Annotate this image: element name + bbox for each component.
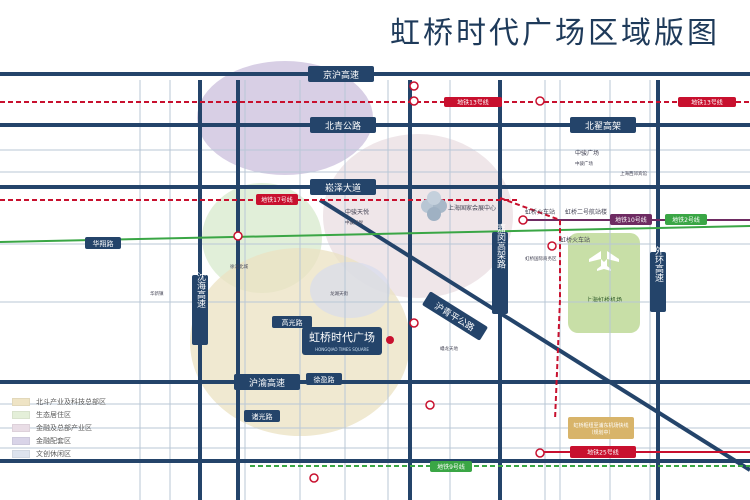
airport-label: 上海虹桥机场: [586, 296, 622, 304]
legend-swatch: [12, 449, 30, 458]
zone-culture: [310, 262, 390, 318]
minor-roads: [0, 80, 750, 500]
poi-panlong: 蟠龙天地: [440, 345, 458, 352]
metro-9-label: 地铁9号线: [437, 463, 465, 471]
metro-13-label-b: 地铁13号线: [691, 99, 723, 107]
station-hongqiao-rail-2: 虹桥火车站: [560, 236, 590, 244]
expo-center-icon: [421, 191, 447, 221]
airplane-icon: [589, 251, 619, 271]
metro-17-label: 地铁17号线: [261, 196, 293, 204]
airport-area: [568, 233, 640, 333]
metro-25-label: 地铁25号线: [587, 449, 619, 457]
road-waihuan: 外环高速: [653, 245, 664, 283]
road-beizhai: 北翟高架: [585, 120, 621, 132]
station-zhongjun-tianyue: 中骏天悦: [345, 208, 369, 216]
station-hongqiao-rail: 虹桥火车站: [525, 208, 555, 216]
project-marker: 虹桥时代广场 HONGQIAO TIMES SQUARE: [302, 327, 394, 355]
airport-express-note: （规划中）: [588, 429, 613, 436]
road-zhuguang: 诸光路: [252, 412, 273, 421]
station-t2: 虹桥二号航站楼: [565, 208, 607, 216]
road-gaoguang: 高光路: [282, 318, 303, 327]
station-markers: [233, 81, 557, 483]
metro-10-label: 地铁10号线: [615, 216, 647, 224]
legend-item: 金融及总部产业区: [12, 421, 106, 434]
legend-swatch: [12, 423, 30, 432]
legend-swatch: [12, 397, 30, 406]
road-beiqing: 北青公路: [325, 120, 361, 132]
poi-xujing: 徐泾北城: [230, 263, 248, 270]
road-huyu: 沪渝高速: [249, 377, 285, 389]
poi-xijiao: 上海西郊宾馆: [620, 170, 647, 177]
legend: 北斗产业及科技总部区 生态居住区 金融及总部产业区 金融配套区 文创休闲区: [12, 395, 106, 460]
legend-label: 金融及总部产业区: [36, 423, 92, 432]
legend-item: 文创休闲区: [12, 447, 106, 460]
road-jiamin: 嘉闵高架路: [495, 222, 506, 269]
road-jinghu: 京沪高速: [323, 69, 359, 81]
legend-item: 北斗产业及科技总部区: [12, 395, 106, 408]
zone-finance-hq: [323, 134, 513, 298]
road-songze: 崧泽大道: [325, 182, 361, 194]
metro-13-label-a: 地铁13号线: [457, 99, 489, 107]
page-title: 虹桥时代广场区域版图: [390, 16, 720, 51]
project-name-en: HONGQIAO TIMES SQUARE: [315, 347, 369, 352]
legend-swatch: [12, 410, 30, 419]
airport-express-label: 虹桥枢纽至浦东机场快线: [573, 422, 628, 429]
legend-label: 金融配套区: [36, 436, 71, 445]
legend-label: 生态居住区: [36, 410, 71, 419]
legend-item: 生态居住区: [12, 408, 106, 421]
legend-label: 北斗产业及科技总部区: [36, 397, 106, 406]
poi-zhongjun-plaza: 中骏广场: [575, 160, 593, 167]
legend-swatch: [12, 436, 30, 445]
poi-zhongjun-tianyue: 中骏天悦: [345, 219, 363, 226]
metro-2-label: 地铁2号线: [672, 216, 700, 224]
zone-finance-support: [197, 61, 373, 175]
project-name: 虹桥时代广场: [309, 330, 375, 344]
poi-expo: 上海国家会展中心: [448, 204, 496, 212]
road-shenhai: 沈海高速: [195, 271, 206, 309]
poi-longfor: 龙湖天街: [330, 290, 348, 297]
poi-huaxin: 华新镇: [150, 290, 164, 297]
road-huaxiang: 华翔路: [93, 239, 114, 248]
station-zhongjun-plaza: 中骏广场: [575, 149, 599, 157]
poi-cbd: 虹桥国际商务区: [525, 255, 557, 262]
legend-label: 文创休闲区: [36, 449, 71, 458]
road-xuying: 徐盈路: [314, 375, 335, 384]
metro-labels: 地铁13号线 地铁13号线 地铁17号线 地铁10号线 地铁2号线 地铁9号线 …: [256, 97, 736, 472]
legend-item: 金融配套区: [12, 434, 106, 447]
